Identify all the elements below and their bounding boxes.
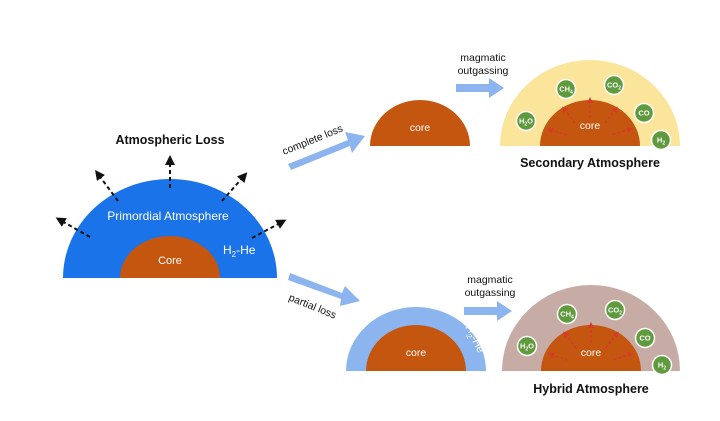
complete-loss-arrow <box>288 132 365 170</box>
bare-core-top <box>370 100 470 146</box>
hybrid-molecule-h2o: H2O <box>516 335 538 357</box>
molecule-label: CO2 <box>608 306 622 317</box>
bottom-outgassing-label-line2: outgassing <box>465 287 516 299</box>
residual-envelope-planet: core H2-He <box>346 307 487 371</box>
secondary-molecule-ch4: CH4 <box>555 78 577 100</box>
complete-loss-path: complete loss <box>281 123 365 170</box>
bare-core-top-label: core <box>410 122 431 134</box>
molecule-bubble <box>516 335 538 357</box>
molecule-label: H2O <box>519 117 533 128</box>
top-outgassing-label-line2: outgassing <box>458 65 509 77</box>
top-outgassing-label-line1: magmatic <box>460 52 506 64</box>
outflow-arrow <box>604 106 618 124</box>
outflow-arrow <box>612 127 633 136</box>
molecule-bubble <box>603 74 625 96</box>
secondary-molecule-co2: CO2 <box>603 74 625 96</box>
bottom-outgassing-label-line1: magmatic <box>467 274 513 286</box>
secondary-core-label: core <box>580 120 601 132</box>
hybrid-atmosphere-title: Hybrid Atmosphere <box>533 382 649 396</box>
primordial-atmosphere-label: Primordial Atmosphere <box>107 209 229 223</box>
primordial-atmosphere-dome <box>63 179 277 278</box>
molecule-label: CO2 <box>607 81 621 92</box>
escape-arrows <box>55 155 287 239</box>
outflow-arrow <box>613 352 634 361</box>
partial-loss-arrow <box>288 273 360 306</box>
secondary-molecule-h2o: H2O <box>515 110 537 132</box>
molecule-bubble <box>650 129 672 151</box>
primordial-gas-label: H2-He <box>223 243 256 259</box>
hybrid-molecule-h2: H2 <box>651 354 673 376</box>
escape-arrow <box>251 219 287 239</box>
residual-core-label: core <box>406 347 427 359</box>
molecule-label: H2O <box>520 342 534 353</box>
outflow-arrow <box>546 127 568 136</box>
primordial-planet <box>63 179 277 278</box>
outflow-arrow <box>547 352 569 361</box>
molecule-bubble <box>651 354 673 376</box>
bottom-outgassing-arrow <box>464 301 512 321</box>
hybrid-molecule-co2: CO2 <box>604 299 626 321</box>
molecule-label: H2 <box>657 136 665 147</box>
molecule-label: H2 <box>658 361 666 372</box>
secondary-molecule-co: CO <box>633 102 655 124</box>
top-outgassing-arrow <box>456 78 504 98</box>
secondary-atmosphere-title: Secondary Atmosphere <box>520 156 660 170</box>
molecule-bubble <box>515 110 537 132</box>
secondary-molecule-h2: H2 <box>650 129 672 151</box>
molecule-bubble <box>633 102 655 124</box>
primordial-core <box>120 236 220 278</box>
partial-loss-label: partial loss <box>287 292 338 322</box>
hybrid-core-label: core <box>581 347 602 359</box>
outflow-arrow <box>605 331 619 349</box>
molecule-bubble <box>555 78 577 100</box>
partial-loss-path: partial loss <box>287 273 360 322</box>
molecule-bubble <box>604 299 626 321</box>
escape-arrow <box>221 172 248 202</box>
primordial-core-label: Core <box>158 255 182 267</box>
hybrid-molecule-co: CO <box>634 327 656 349</box>
outflow-arrow <box>562 106 576 124</box>
molecule-label: CO <box>639 334 650 343</box>
molecule-label: CO <box>638 109 649 118</box>
escape-arrow <box>55 217 91 238</box>
molecule-bubble <box>634 327 656 349</box>
atmospheric-loss-title: Atmospheric Loss <box>115 133 224 147</box>
molecule-label: CH4 <box>559 85 573 96</box>
escape-arrow <box>95 169 119 202</box>
molecule-label: CH4 <box>560 310 574 321</box>
residual-core <box>366 325 466 371</box>
hybrid-molecule-ch4: CH4 <box>556 303 578 325</box>
outflow-arrow <box>563 331 577 349</box>
complete-loss-label: complete loss <box>281 123 345 158</box>
molecule-bubble <box>556 303 578 325</box>
